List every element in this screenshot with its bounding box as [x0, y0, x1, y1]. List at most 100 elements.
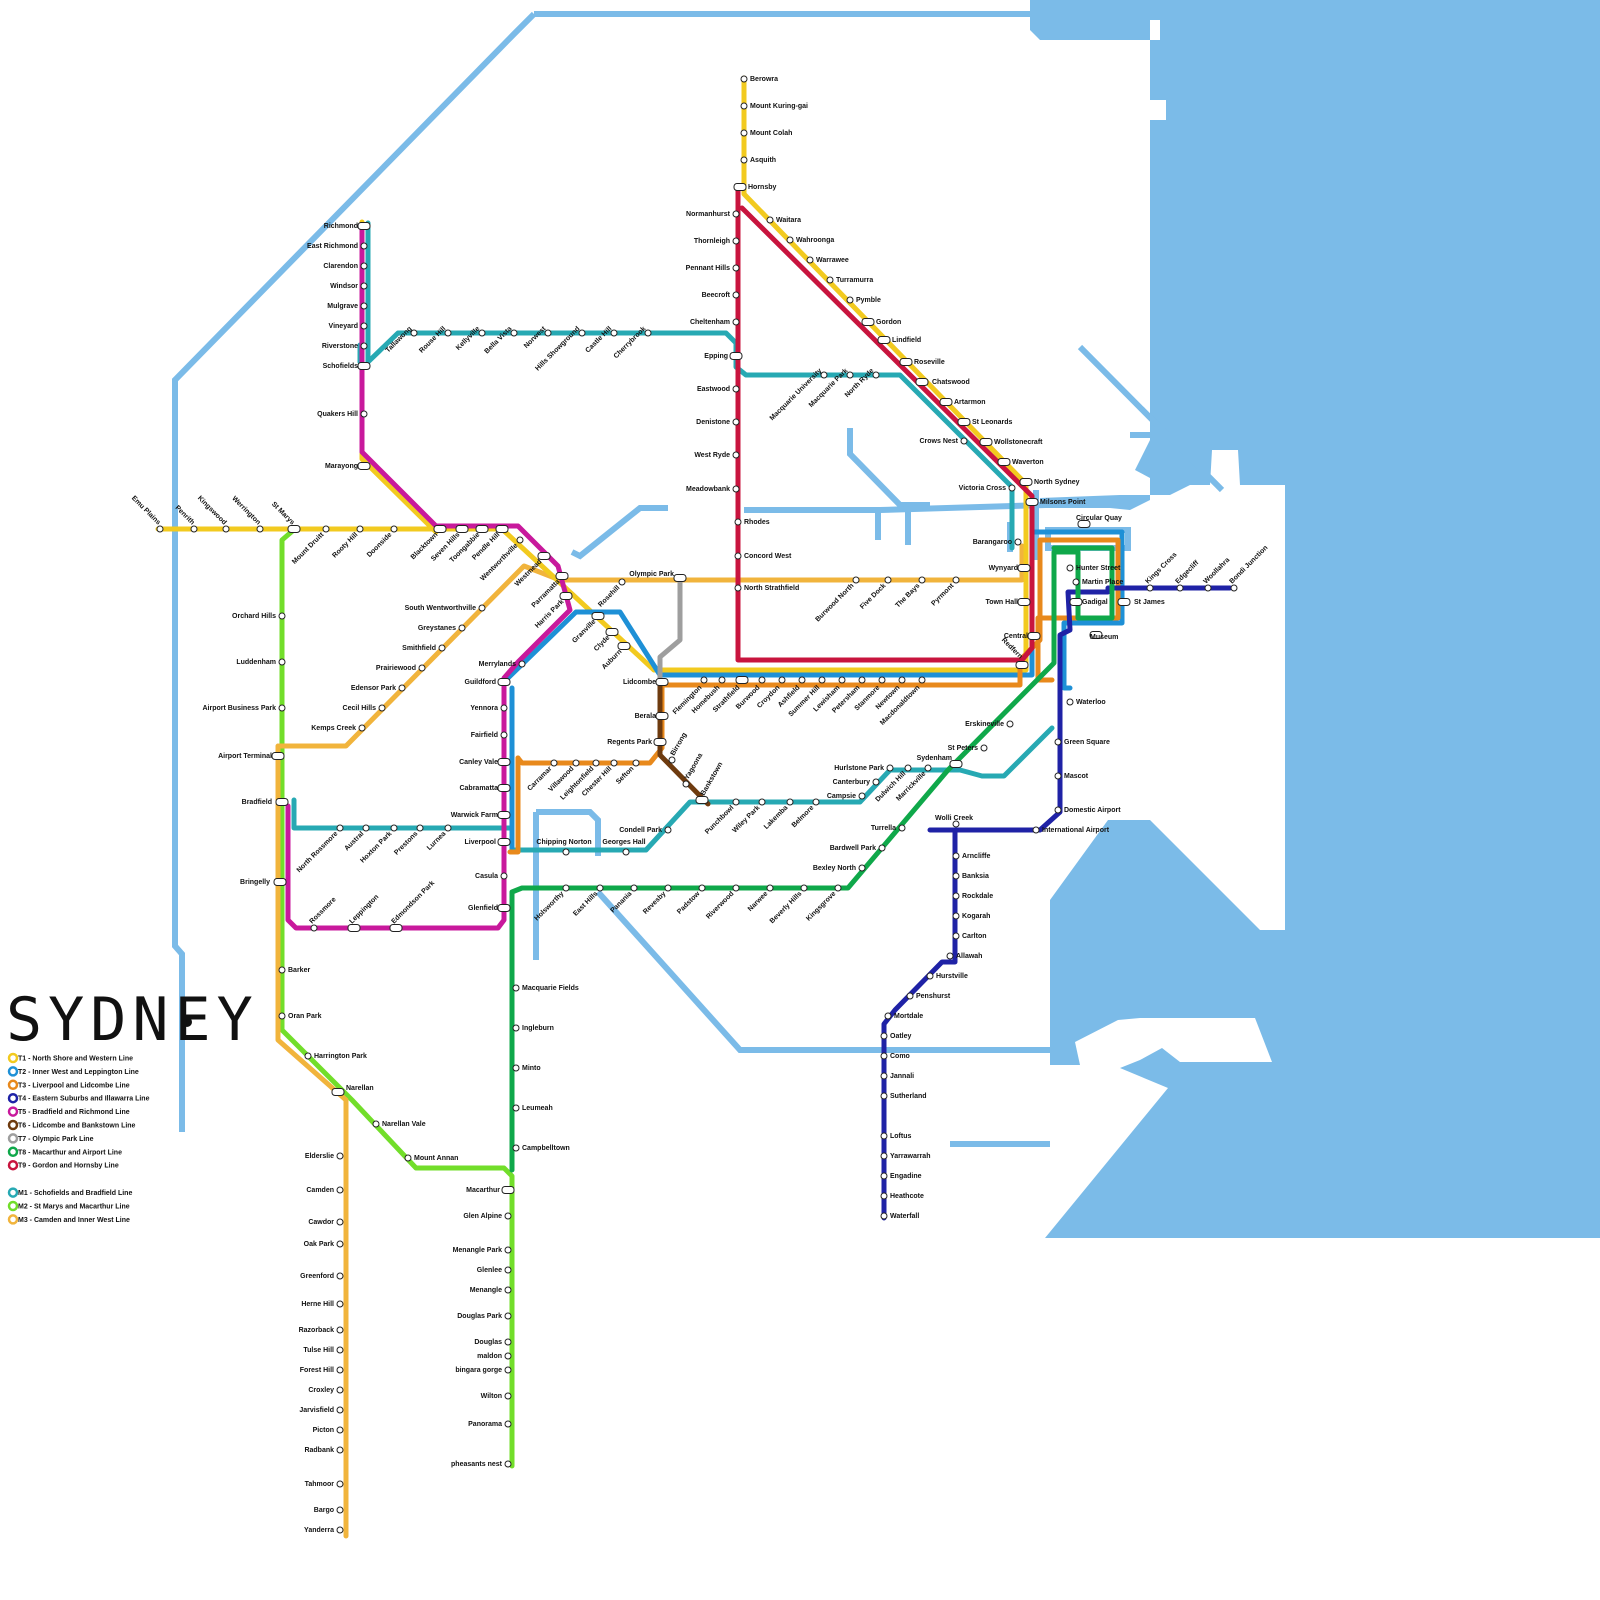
- station-dulwich-hill[interactable]: [904, 764, 912, 772]
- station-lewisham[interactable]: [838, 676, 846, 684]
- station-riverwood[interactable]: [732, 884, 740, 892]
- station-tulse-hill[interactable]: [336, 1346, 344, 1354]
- station-airport-terminal[interactable]: [271, 752, 285, 760]
- station-croydon[interactable]: [778, 676, 786, 684]
- station-smithfield[interactable]: [438, 644, 446, 652]
- station-panorama[interactable]: [504, 1420, 512, 1428]
- station-cecil-hills[interactable]: [378, 704, 386, 712]
- station-mount-druitt[interactable]: [322, 525, 330, 533]
- station-harrington-park[interactable]: [304, 1052, 312, 1060]
- station-beecroft[interactable]: [732, 291, 740, 299]
- station-glenfield[interactable]: [497, 904, 511, 912]
- station-belmore[interactable]: [812, 798, 820, 806]
- station-cherrybrook[interactable]: [644, 329, 652, 337]
- station-macquarie-park[interactable]: [846, 371, 854, 379]
- station-radbank[interactable]: [336, 1446, 344, 1454]
- station-north-rossmore[interactable]: [336, 824, 344, 832]
- station-kingswood[interactable]: [222, 525, 230, 533]
- station-jannali[interactable]: [880, 1072, 888, 1080]
- station-prairiewood[interactable]: [418, 664, 426, 672]
- station-narwee[interactable]: [766, 884, 774, 892]
- station-town-hall[interactable]: [1017, 598, 1031, 606]
- station-wolli-creek[interactable]: [952, 820, 960, 828]
- station-berowra[interactable]: [740, 75, 748, 83]
- station-pendle-hill[interactable]: [495, 525, 509, 533]
- station-glen-alpine[interactable]: [504, 1212, 512, 1220]
- station-waitara[interactable]: [766, 216, 774, 224]
- station-granville[interactable]: [591, 612, 605, 620]
- station-concord-west[interactable]: [734, 552, 742, 560]
- station-richmond[interactable]: [357, 222, 371, 230]
- station-newtown[interactable]: [898, 676, 906, 684]
- station-lakemba[interactable]: [786, 798, 794, 806]
- station-cawdor[interactable]: [336, 1218, 344, 1226]
- station-leppington[interactable]: [347, 924, 361, 932]
- station-yennora[interactable]: [500, 704, 508, 712]
- station-herne-hill[interactable]: [336, 1300, 344, 1308]
- station-chatswood[interactable]: [915, 378, 929, 386]
- station-schofields[interactable]: [357, 362, 371, 370]
- station-holsworthy[interactable]: [562, 884, 570, 892]
- station-windsor[interactable]: [360, 282, 368, 290]
- station-bankstown[interactable]: [695, 796, 709, 804]
- station-heathcote[interactable]: [880, 1192, 888, 1200]
- station-wiley-park[interactable]: [758, 798, 766, 806]
- station-engadine[interactable]: [880, 1172, 888, 1180]
- station-st-james[interactable]: [1117, 598, 1131, 606]
- station-barker[interactable]: [278, 966, 286, 974]
- station-waverton[interactable]: [997, 458, 1011, 466]
- station-victoria-cross[interactable]: [1008, 484, 1016, 492]
- station-bingara-gorge[interactable]: [504, 1366, 512, 1374]
- station-werrington[interactable]: [256, 525, 264, 533]
- station-chipping-norton[interactable]: [562, 848, 570, 856]
- station-gadigal[interactable]: [1069, 598, 1083, 606]
- station-asquith[interactable]: [740, 156, 748, 164]
- station-mulgrave[interactable]: [360, 302, 368, 310]
- station-banksia[interactable]: [952, 872, 960, 880]
- station-canley-vale[interactable]: [497, 758, 511, 766]
- station-woollahra[interactable]: [1204, 584, 1212, 592]
- station-the-bays[interactable]: [918, 576, 926, 584]
- station-douglas-park[interactable]: [504, 1312, 512, 1320]
- station-menangle-park[interactable]: [504, 1246, 512, 1254]
- station-cabramatta[interactable]: [497, 784, 511, 792]
- station-martin-place[interactable]: [1072, 578, 1080, 586]
- station-luddenham[interactable]: [278, 658, 286, 666]
- station-bella-vista[interactable]: [510, 329, 518, 337]
- station-kingsgrove[interactable]: [834, 884, 842, 892]
- station-strathfield[interactable]: [735, 676, 749, 684]
- station-leumeah[interactable]: [512, 1104, 520, 1112]
- station-blacktown[interactable]: [433, 525, 447, 533]
- station-menangle[interactable]: [504, 1286, 512, 1294]
- station-birrong[interactable]: [668, 756, 676, 764]
- station-macquarie-fields[interactable]: [512, 984, 520, 992]
- station-lurnea[interactable]: [444, 824, 452, 832]
- station-petersham[interactable]: [858, 676, 866, 684]
- station-edgecliff[interactable]: [1176, 584, 1184, 592]
- station-epping[interactable]: [729, 352, 743, 360]
- station-liverpool[interactable]: [497, 838, 511, 846]
- station-auburn[interactable]: [617, 642, 631, 650]
- station-mortdale[interactable]: [884, 1012, 892, 1020]
- station-emu-plains[interactable]: [156, 525, 164, 533]
- station-homebush[interactable]: [718, 676, 726, 684]
- station-mount-annan[interactable]: [404, 1154, 412, 1162]
- station-denistone[interactable]: [732, 418, 740, 426]
- station-bargo[interactable]: [336, 1506, 344, 1514]
- station-waterloo[interactable]: [1066, 698, 1074, 706]
- station-campsie[interactable]: [858, 792, 866, 800]
- station-sutherland[interactable]: [880, 1092, 888, 1100]
- station-edmondson-park[interactable]: [389, 924, 403, 932]
- station-olympic-park[interactable]: [673, 574, 687, 582]
- station-georges-hall[interactable]: [622, 848, 630, 856]
- station-hornsby[interactable]: [733, 183, 747, 191]
- station-punchbowl[interactable]: [732, 798, 740, 806]
- station-camden[interactable]: [336, 1186, 344, 1194]
- station-rossmore[interactable]: [310, 924, 318, 932]
- station-carramar[interactable]: [550, 759, 558, 767]
- station-summer-hill[interactable]: [818, 676, 826, 684]
- station-seven-hills[interactable]: [455, 525, 469, 533]
- station-kemps-creek[interactable]: [358, 724, 366, 732]
- station-wollstonecraft[interactable]: [979, 438, 993, 446]
- station-bradfield[interactable]: [275, 798, 289, 806]
